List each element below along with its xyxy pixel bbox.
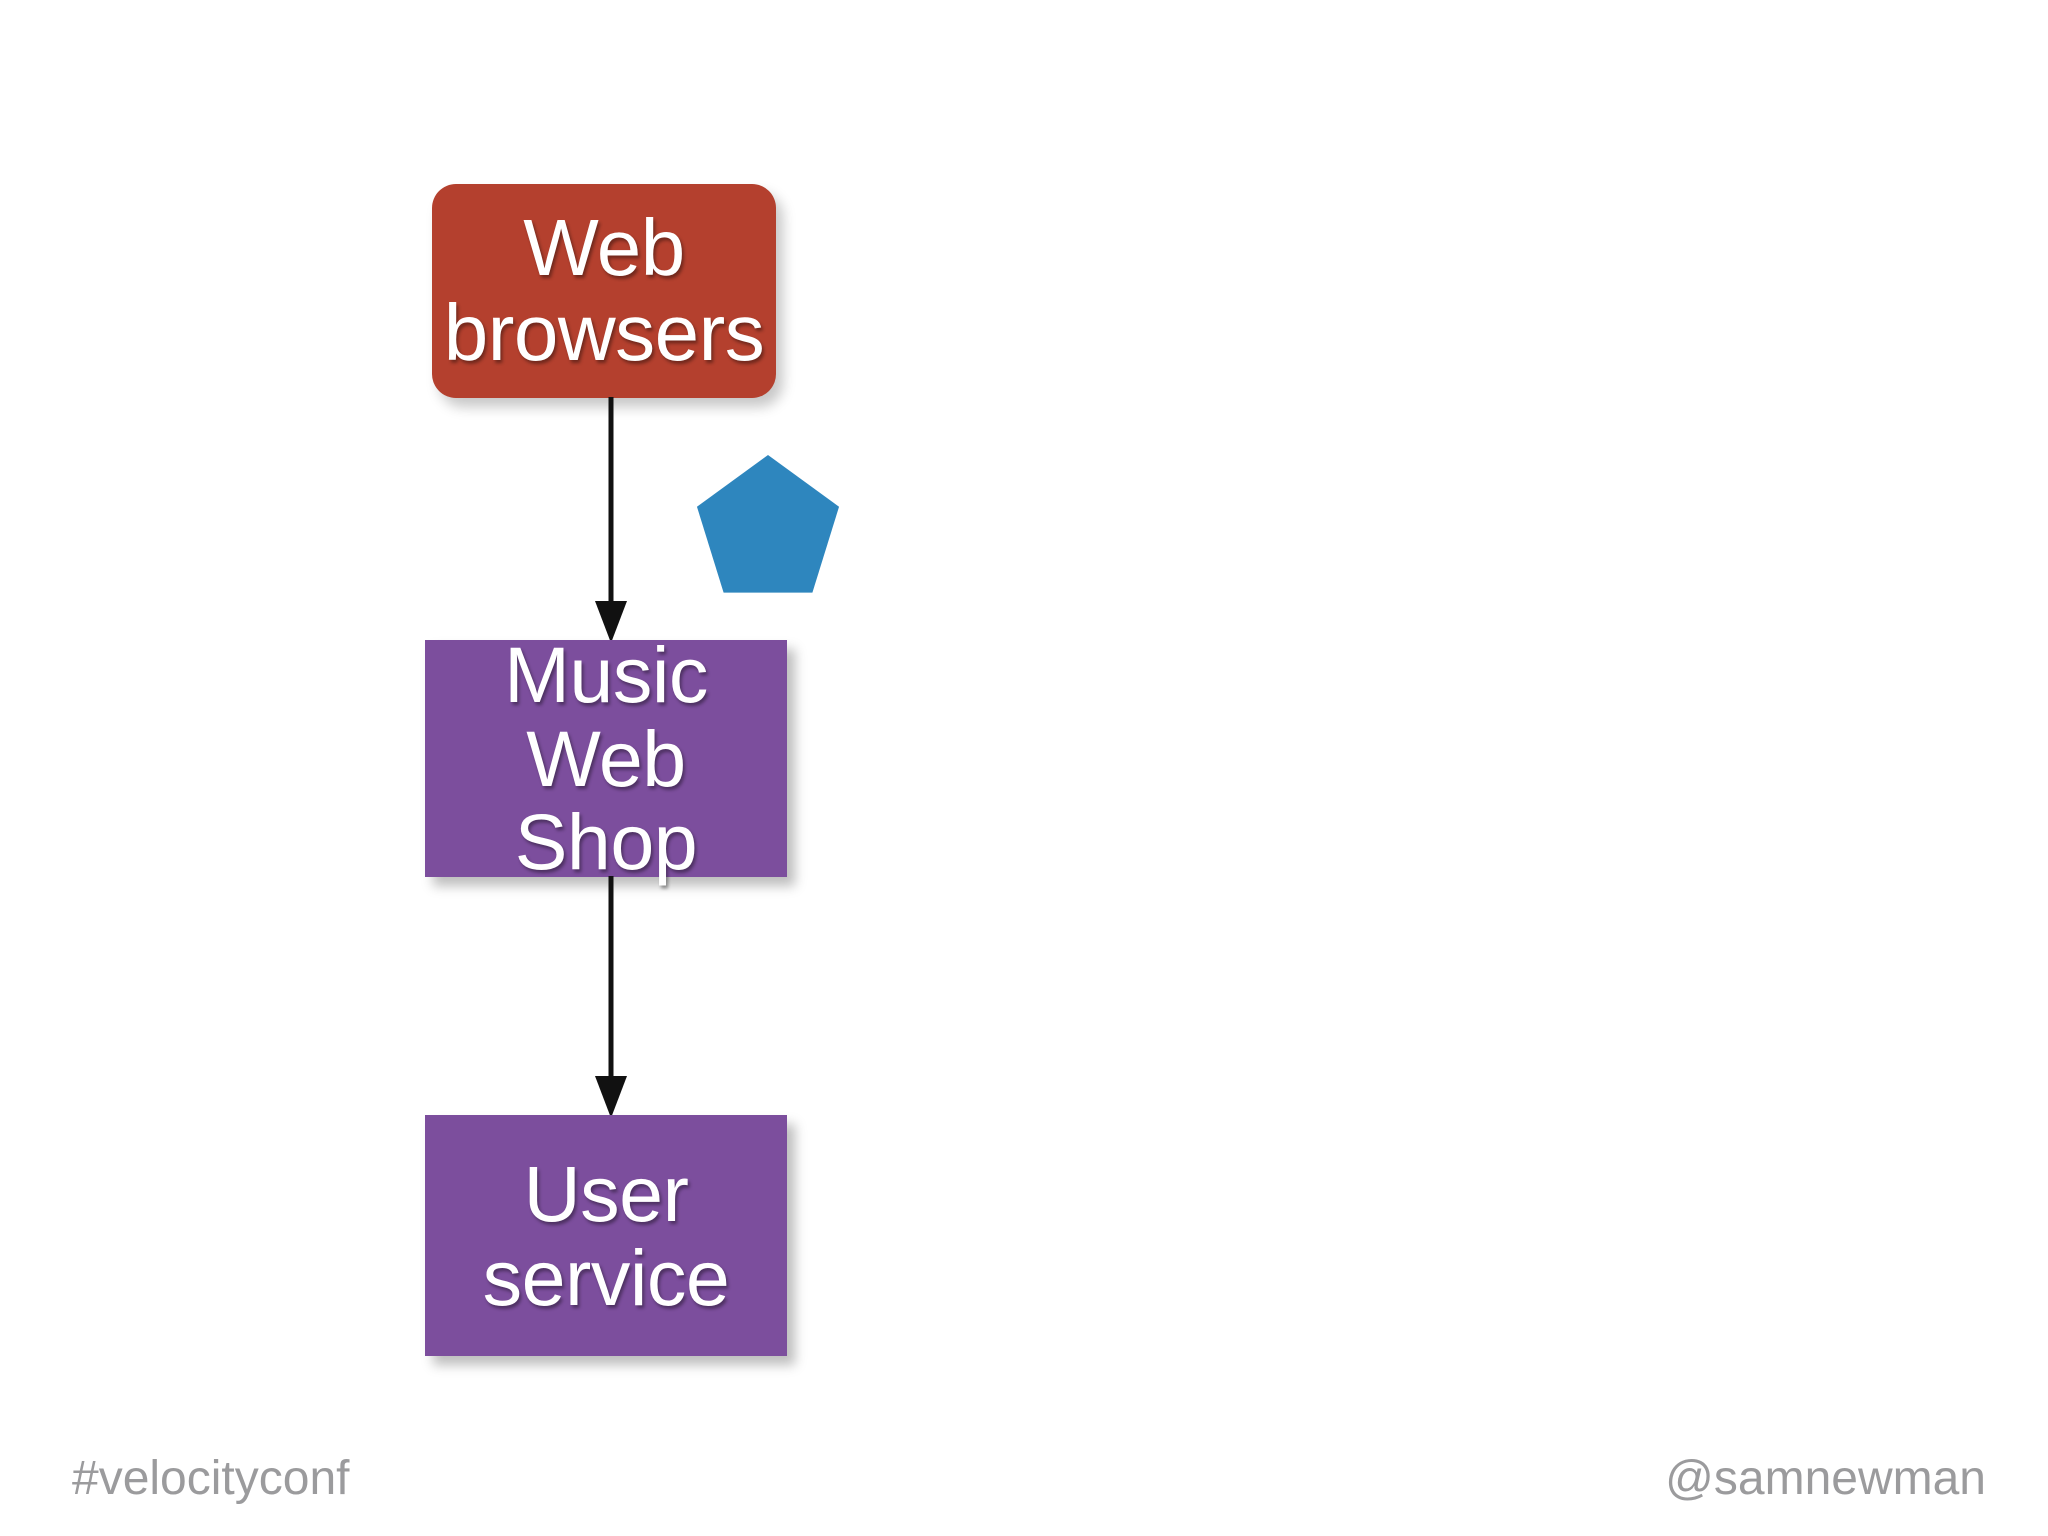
node-music-web-shop[interactable]: Music Web Shop [425, 633, 787, 884]
pentagon-icon [696, 454, 840, 593]
blue-pentagon-shape [694, 452, 842, 600]
arrow-down-icon [595, 876, 627, 1118]
node-user-service[interactable]: User service [425, 1115, 787, 1356]
node-web-browsers-label: Web browsers [443, 203, 765, 377]
connector-shop-to-user-service [591, 876, 631, 1118]
node-music-web-shop-label: Music Web Shop [504, 629, 708, 887]
footer-hashtag: #velocityconf [72, 1452, 350, 1505]
node-user-service-label: User service [482, 1148, 730, 1322]
node-web-browsers[interactable]: Web browsers [432, 184, 776, 398]
footer-handle: @samnewman [1665, 1452, 1986, 1505]
arrow-down-icon [595, 397, 627, 643]
connector-browsers-to-shop [591, 397, 631, 643]
